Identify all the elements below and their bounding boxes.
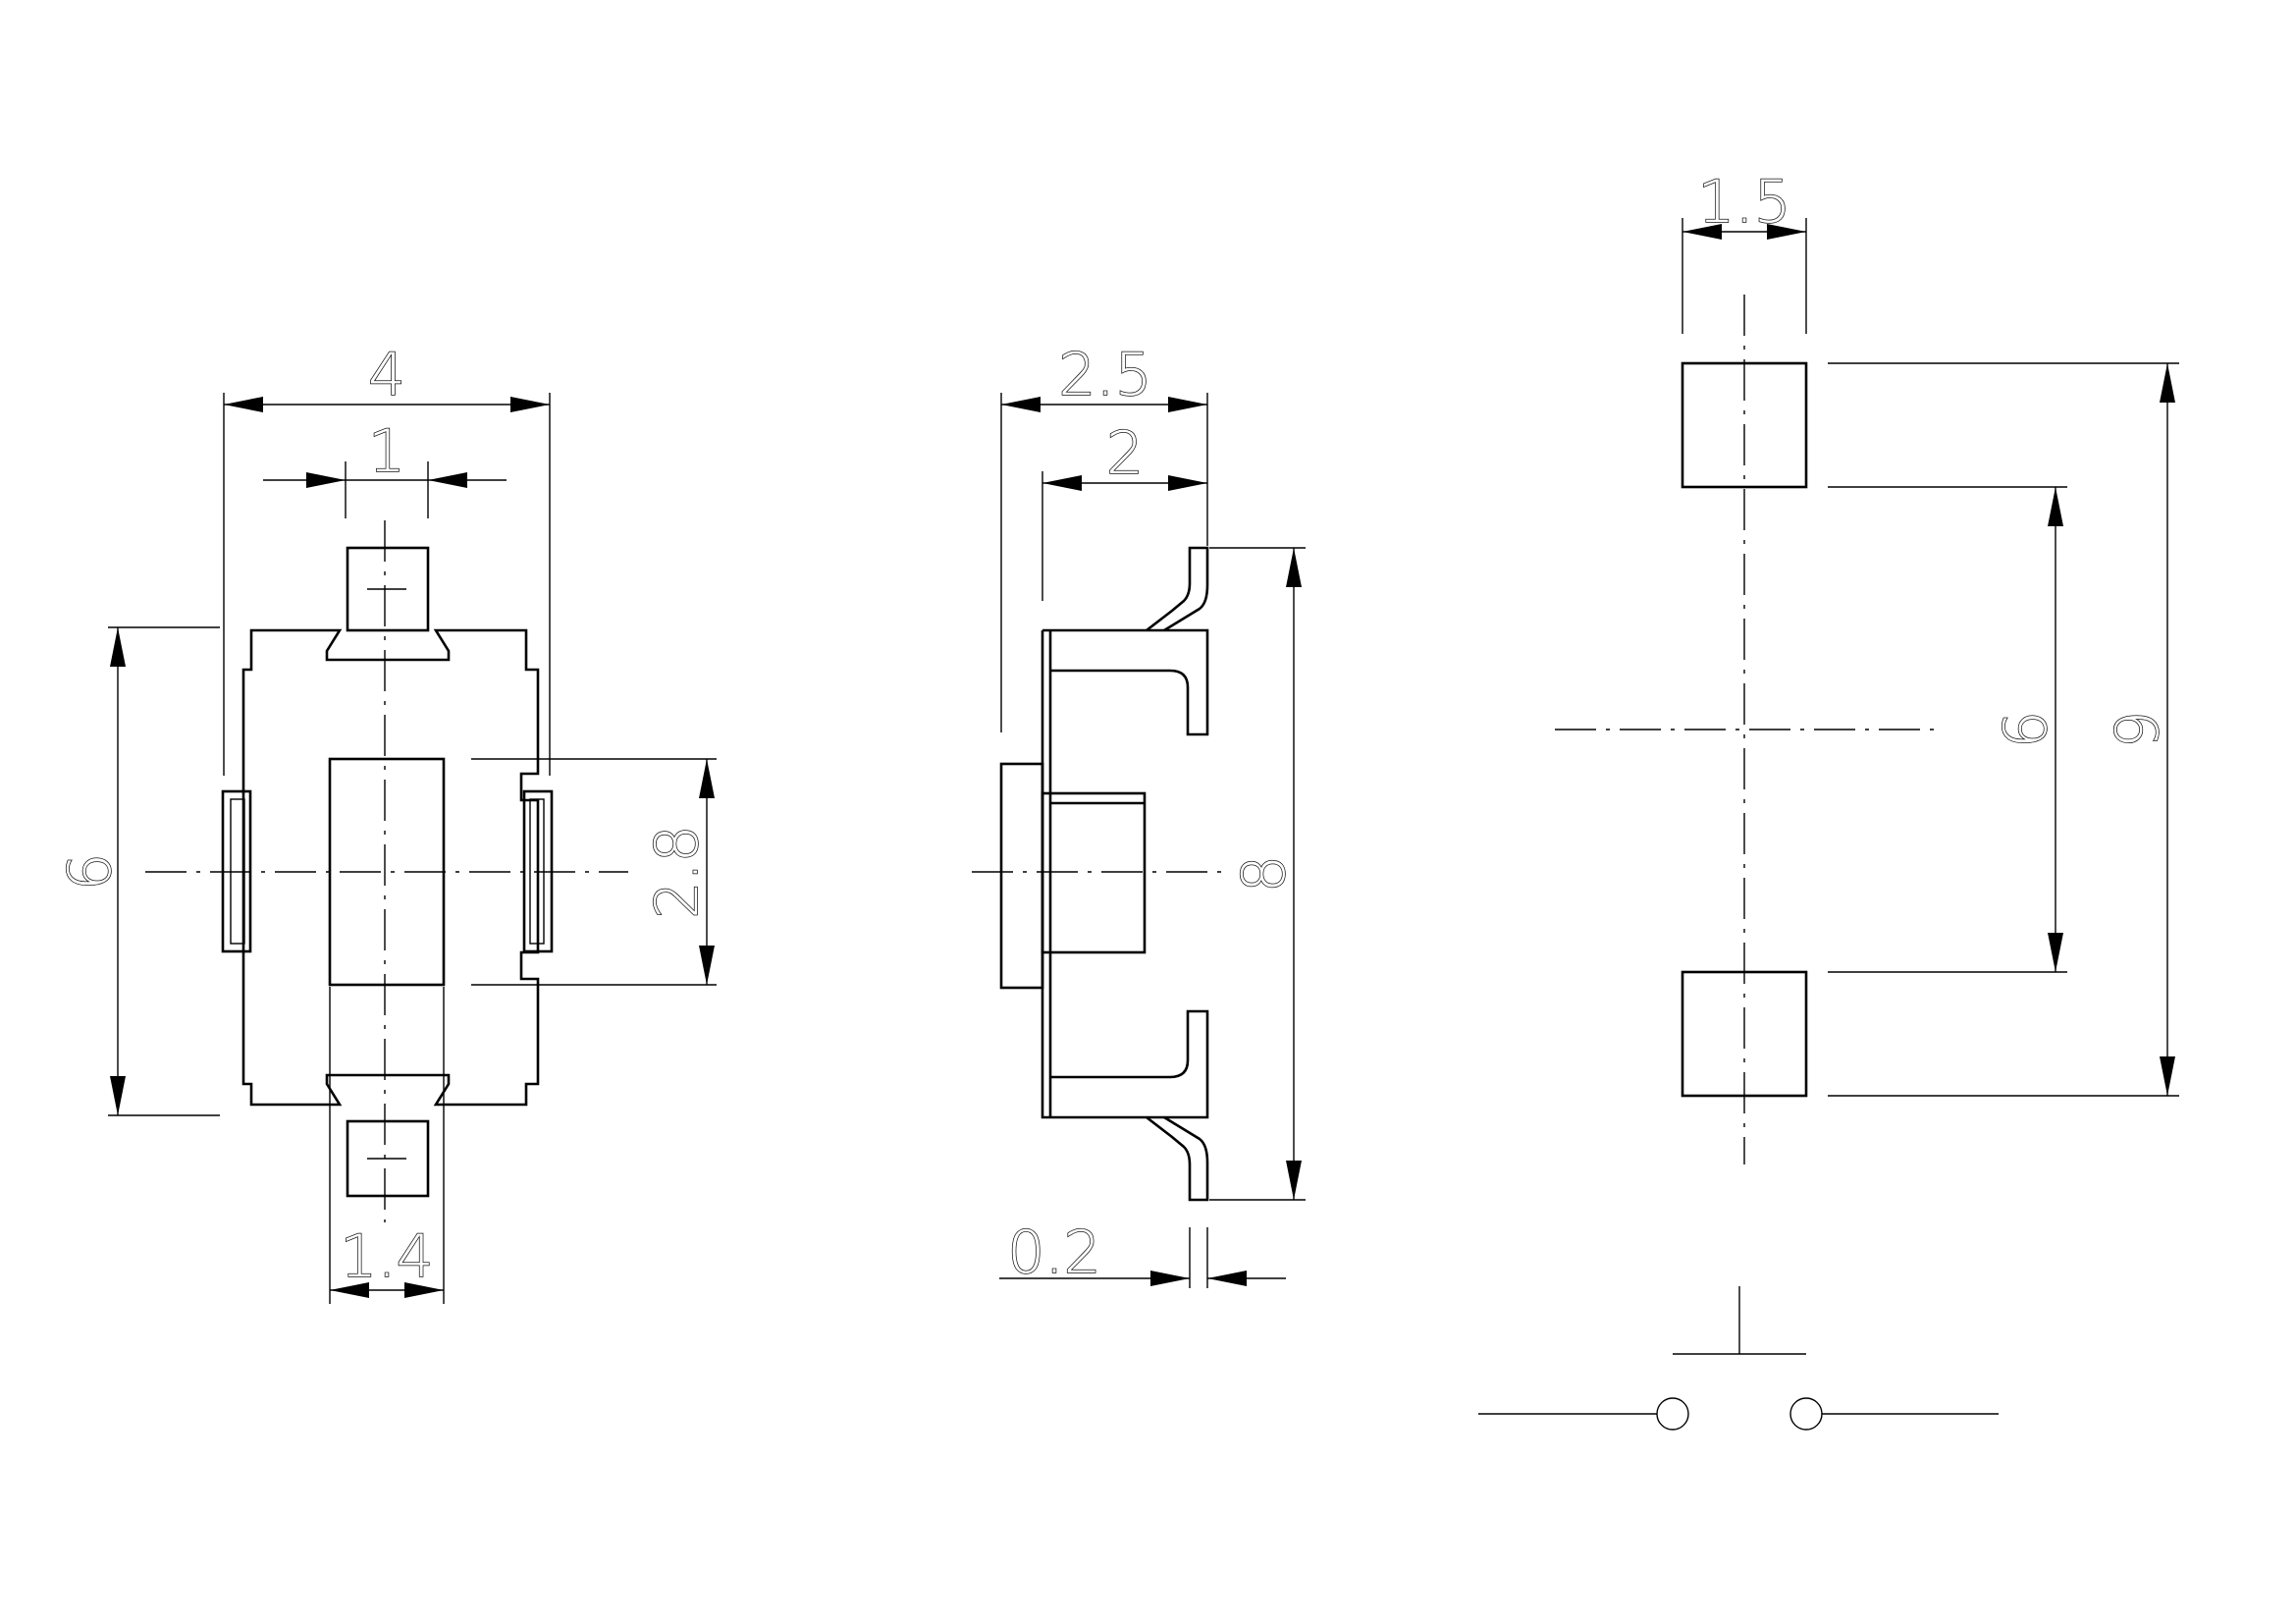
dim-side-depth: 2.5 — [1000, 340, 1208, 732]
dim-side-body: 2 — [1041, 418, 1207, 601]
dim-pad-width-label: 1.5 — [1697, 168, 1790, 237]
dim-front-button: 2.8 — [471, 758, 717, 986]
front-bottom-terminal — [346, 1119, 430, 1198]
dim-front-terminal-label: 1.4 — [340, 1222, 433, 1291]
side-bottom-leg — [1146, 1115, 1209, 1202]
switch-schematic-symbol — [1478, 1286, 1999, 1431]
dim-front-height-label: 6 — [56, 853, 125, 891]
dim-pad-inner: 6 — [1828, 486, 2067, 973]
side-actuator — [999, 762, 1044, 990]
dim-side-body-label: 2 — [1106, 419, 1144, 488]
dim-front-actuator-label: 1 — [368, 417, 405, 486]
dim-pad-inner-label: 6 — [1992, 711, 2060, 748]
side-button-recess — [1041, 791, 1147, 954]
dim-side-thickness-label: 0.2 — [1007, 1218, 1100, 1287]
dim-side-length: 8 — [1209, 547, 1306, 1201]
dim-side-length-label: 8 — [1230, 855, 1299, 893]
side-top-leg — [1146, 546, 1209, 632]
side-body-outline — [1042, 628, 1209, 736]
dim-front-actuator: 1 — [263, 416, 507, 518]
dim-pad-width: 1.5 — [1682, 167, 1807, 334]
dim-front-height: 6 — [55, 626, 220, 1116]
dim-front-width: 4 — [223, 340, 551, 776]
side-view: 2.5 2 8 0.2 — [972, 340, 1306, 1288]
dim-pad-outer-label: 9 — [2104, 711, 2172, 748]
dim-front-terminal: 1.4 — [329, 987, 445, 1304]
dim-front-button-label: 2.8 — [643, 825, 712, 918]
front-view: 4 1 6 2.8 — [55, 340, 717, 1304]
dim-front-width-label: 4 — [368, 341, 405, 409]
dim-pad-outer: 9 — [1828, 362, 2179, 1097]
dim-side-depth-label: 2.5 — [1058, 341, 1151, 409]
front-top-terminal — [346, 546, 430, 632]
pad-layout: 1.5 6 9 — [1555, 167, 2179, 1164]
dim-side-thickness: 0.2 — [999, 1217, 1286, 1288]
front-body-outline — [241, 628, 540, 1107]
